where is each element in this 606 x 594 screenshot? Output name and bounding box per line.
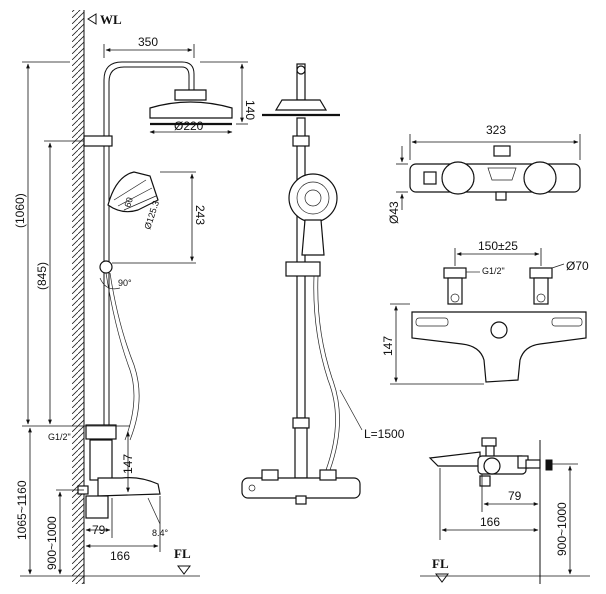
dim-valve-width: 323 <box>486 123 506 137</box>
valve-front-view <box>411 267 587 383</box>
wall-level-label: WL <box>100 12 122 27</box>
dim-spout-angle: 8.4° <box>152 528 169 538</box>
dim-total-height: (1060) <box>13 193 27 228</box>
hose-length-callout: L=1500 <box>339 389 405 441</box>
dim-floor-to-valve: 900~1000 <box>45 516 59 570</box>
valve-front-dimensions: 150±25 G1/2" Ø70 147 <box>381 239 589 385</box>
dim-valve-height-right: 147 <box>381 336 395 356</box>
dim-valve-depth: 79 <box>92 523 106 537</box>
dim-hand-height: 243 <box>193 205 207 225</box>
floor-level-label-right: FL <box>432 556 449 571</box>
valve-side-dimensions: 79 166 900~1000 <box>420 463 590 577</box>
dim-install-height: 1065~1160 <box>15 480 29 540</box>
dim-inlet-thread-right: G1/2" <box>482 266 505 276</box>
dim-rail-height: (845) <box>35 262 49 290</box>
dim-inlet-spacing: 150±25 <box>478 239 518 253</box>
dim-hand-a: 60 <box>122 196 135 209</box>
wall-level-marker: WL <box>87 12 122 27</box>
dim-arm-reach: 350 <box>138 35 158 49</box>
dim-spout-reach-right: 166 <box>480 515 500 529</box>
shower-column-side <box>77 61 233 519</box>
valve-top-dimensions: 323 Ø43 <box>387 123 581 224</box>
dim-spout-reach: 166 <box>110 549 130 563</box>
dim-head-diameter: Ø220 <box>174 119 204 133</box>
dim-escutcheon-diameter: Ø70 <box>566 259 589 273</box>
dim-valve-height: 147 <box>121 454 135 474</box>
floor-level-marker-left: FL <box>174 546 191 575</box>
dim-valve-diameter: Ø43 <box>387 201 401 224</box>
valve-side-view <box>428 437 553 584</box>
dim-angle: 90° <box>118 278 132 288</box>
valve-top-view <box>409 145 581 201</box>
left-dimensions: 350 140 Ø220 243 60 Ø125.3 90° (1060) (8… <box>13 35 257 577</box>
floor-level-label-left: FL <box>174 546 191 561</box>
dim-valve-depth-right: 79 <box>508 489 522 503</box>
dim-head-drop: 140 <box>243 100 257 120</box>
dim-hose-length: L=1500 <box>364 427 405 441</box>
wall <box>72 10 85 584</box>
shower-column-front <box>241 63 361 505</box>
dim-inlet-thread: G1/2" <box>48 432 71 442</box>
floor-level-marker-right: FL <box>432 556 449 583</box>
dim-floor-to-valve-right: 900~1000 <box>555 502 569 556</box>
